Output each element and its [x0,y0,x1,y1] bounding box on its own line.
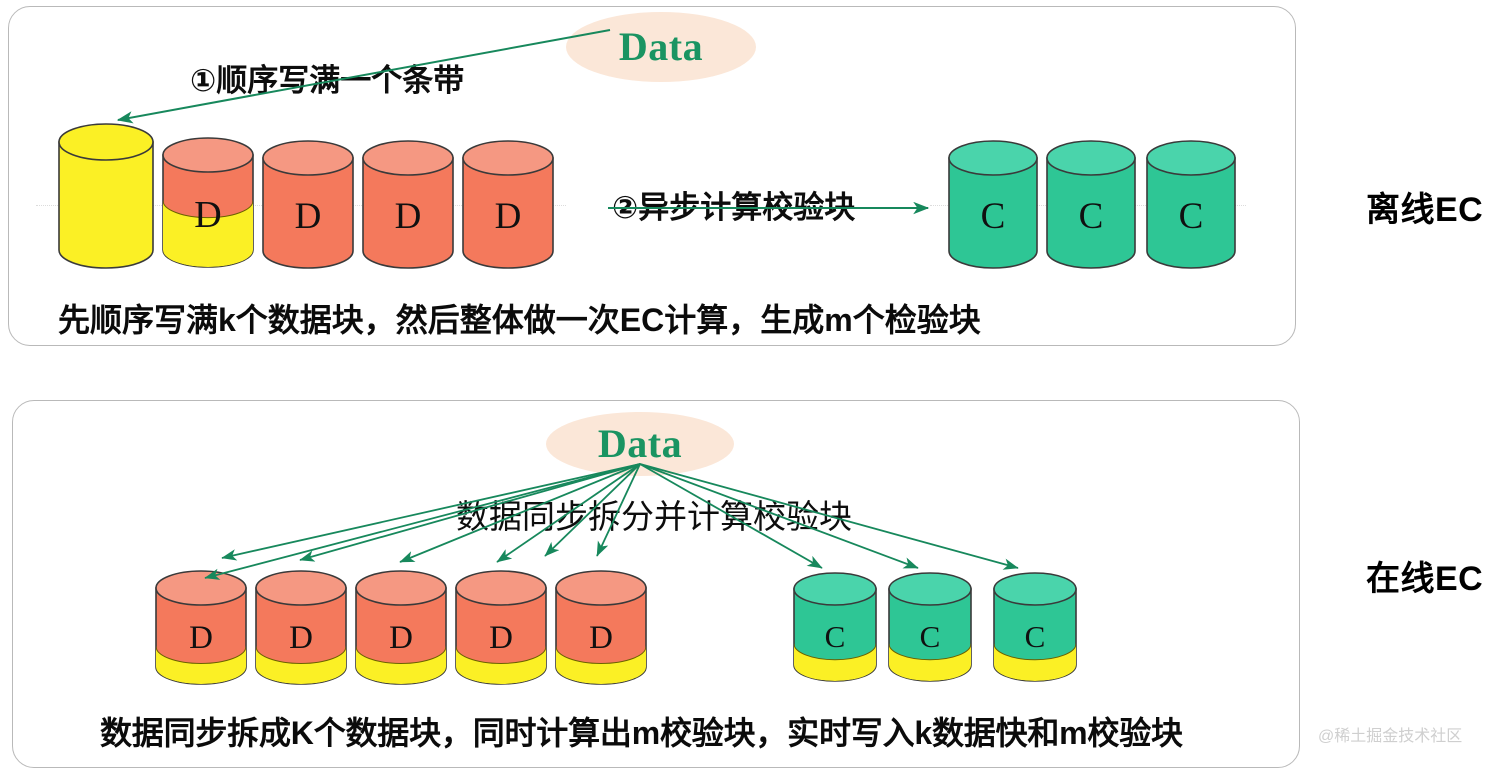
step-2-label: ②异步计算校验块 [612,190,856,225]
offline-data-cylinder-3: D [262,140,354,269]
online-parity-cylinder-1: C [793,572,877,682]
step-split-label: 数据同步拆分并计算校验块 [456,498,852,535]
offline-data-cylinder-2: D [162,137,254,268]
online-parity-cylinder-3: C [993,572,1077,682]
online-data-cylinder-5: D [555,570,647,685]
caption-offline-ec: 先顺序写满k个数据块，然后整体做一次EC计算，生成m个检验块 [58,302,981,338]
offline-data-cylinder-4: D [362,140,454,269]
offline-parity-cylinder-1: C [948,140,1038,269]
offline-parity-cylinder-3: C [1146,140,1236,269]
online-data-cylinder-1: D [155,570,247,685]
watermark: @稀土掘金技术社区 [1318,728,1463,745]
online-data-cylinder-2: D [255,570,347,685]
caption-online-ec: 数据同步拆成K个数据块，同时计算出m校验块，实时写入k数据快和m校验块 [100,715,1183,751]
data-ellipse-top: Data [566,12,756,82]
offline-data-cylinder-5: D [462,140,554,269]
offline-data-cylinder-1 [58,123,154,269]
offline-parity-cylinder-2: C [1046,140,1136,269]
data-ellipse-top-label: Data [618,23,704,69]
data-ellipse-bottom-label: Data [597,420,683,466]
online-parity-cylinder-2: C [888,572,972,682]
side-label-online-ec: 在线EC [1366,560,1484,598]
online-data-cylinder-3: D [355,570,447,685]
side-label-offline-ec: 离线EC [1366,191,1484,229]
online-data-cylinder-4: D [455,570,547,685]
data-ellipse-bottom: Data [546,412,734,476]
step-1-label: ①顺序写满一个条带 [190,63,465,98]
